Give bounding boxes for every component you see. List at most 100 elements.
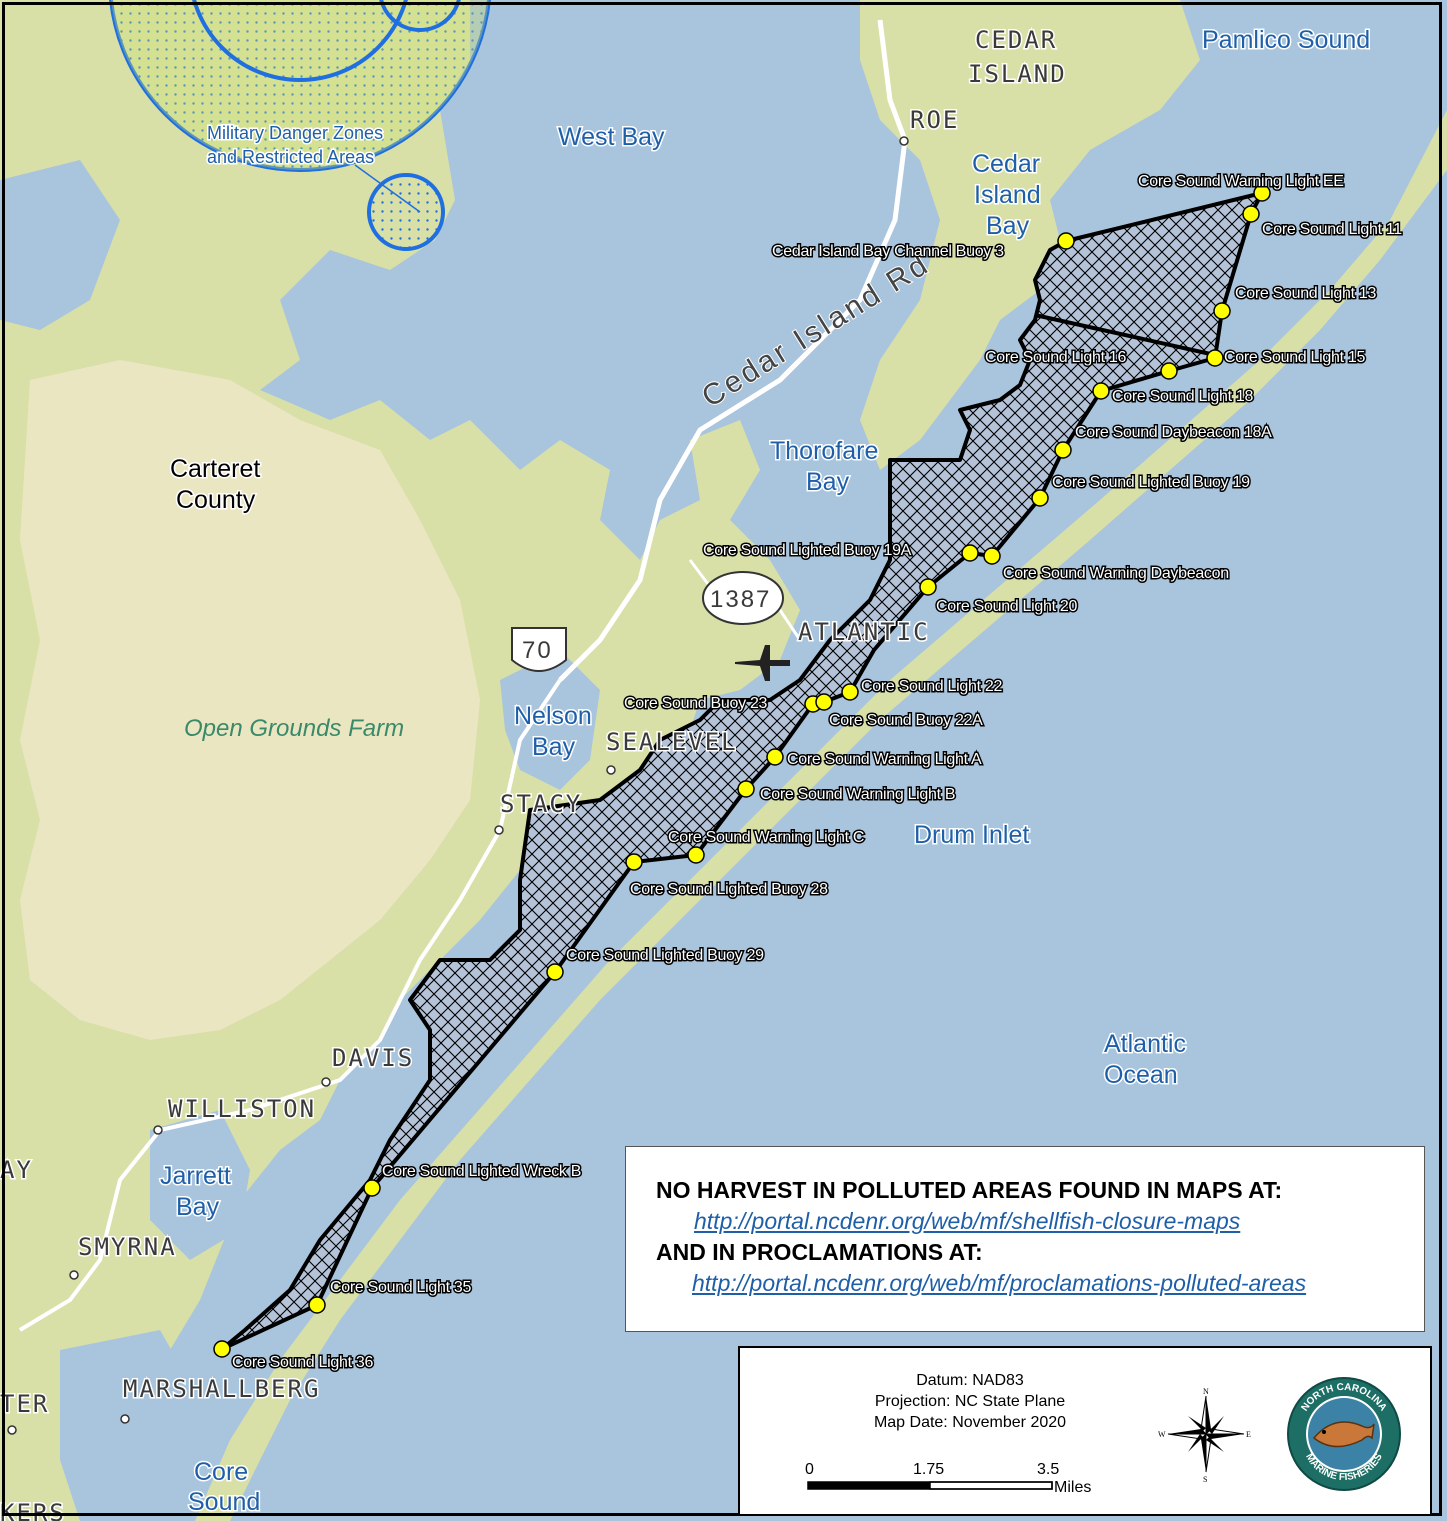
us-70-shield: 70 bbox=[511, 627, 567, 672]
nav-point-l22[interactable] bbox=[841, 683, 859, 701]
notice-link-2[interactable]: http://portal.ncdenr.org/web/mf/proclama… bbox=[692, 1270, 1307, 1296]
nav-point-wla[interactable] bbox=[766, 748, 784, 766]
airport-icon bbox=[735, 645, 790, 681]
town-marshallberg-label: MARSHALLBERG bbox=[123, 1375, 320, 1403]
scale-bar: 0 1.75 3.5 Miles bbox=[805, 1461, 1091, 1496]
town-roe-dot bbox=[899, 136, 909, 146]
nav-point-l35[interactable] bbox=[308, 1296, 326, 1314]
thorofare-bay-label-1: Thorofare bbox=[770, 437, 878, 465]
nav-point-lwb[interactable] bbox=[363, 1179, 381, 1197]
datum-text: Datum: NAD83 bbox=[916, 1372, 1024, 1389]
mdz-leader bbox=[354, 164, 421, 213]
nav-point-wlc[interactable] bbox=[687, 846, 705, 864]
nav-point-l36[interactable] bbox=[213, 1340, 231, 1358]
town-ter-dot bbox=[7, 1425, 17, 1435]
town-ter-partial-label: TER bbox=[0, 1390, 49, 1418]
town-davis-label: DAVIS bbox=[332, 1044, 414, 1072]
nav-point-label-l20: Core Sound Light 20 bbox=[936, 598, 1077, 615]
nav-point-l15[interactable] bbox=[1206, 349, 1224, 367]
town-cedar-label-1: CEDAR bbox=[975, 26, 1057, 54]
nc-marine-fisheries-logo: NORTH CAROLINA MARINE FISHERIES bbox=[1287, 1377, 1401, 1491]
notice-line-2: AND IN PROCLAMATIONS AT: bbox=[656, 1239, 983, 1265]
nav-point-label-l18: Core Sound Light 18 bbox=[1112, 388, 1253, 405]
town-marshallberg-dot bbox=[120, 1414, 130, 1424]
projection-text: Projection: NC State Plane bbox=[874, 1393, 1066, 1410]
town-williston-label: WILLISTON bbox=[168, 1095, 316, 1123]
compass-n: N bbox=[1203, 1387, 1209, 1396]
nav-point-label-b23: Core Sound Buoy 23 bbox=[624, 695, 768, 712]
carteret-county-label-1: Carteret bbox=[170, 455, 260, 483]
notice-box: NO HARVEST IN POLLUTED AREAS FOUND IN MA… bbox=[625, 1146, 1425, 1332]
nav-point-label-lb29: Core Sound Lighted Buoy 29 bbox=[566, 947, 764, 964]
nav-point-l20[interactable] bbox=[919, 578, 937, 596]
nav-point-label-l16: Core Sound Light 16 bbox=[985, 349, 1126, 366]
nav-point-l13[interactable] bbox=[1213, 302, 1231, 320]
nav-point-label-l35: Core Sound Light 35 bbox=[330, 1279, 471, 1296]
carteret-county-label-2: County bbox=[176, 486, 256, 514]
mdz-small bbox=[367, 173, 445, 251]
nav-point-label-l11: Core Sound Light 11 bbox=[1262, 221, 1402, 238]
map-date-text: Map Date: November 2020 bbox=[873, 1414, 1067, 1431]
compass-w: W bbox=[1158, 1430, 1166, 1439]
route-1387-shield: 1387 bbox=[702, 571, 784, 625]
map-metadata: Datum: NAD83 Projection: NC State Plane … bbox=[830, 1370, 1110, 1433]
thorofare-bay-label-2: Bay bbox=[806, 468, 850, 496]
closure-hatch bbox=[222, 193, 1262, 1349]
town-cedar-label-2: ISLAND bbox=[968, 60, 1067, 88]
nav-point-label-lb28: Core Sound Lighted Buoy 28 bbox=[630, 881, 828, 898]
core-sound-label-1: Core bbox=[194, 1458, 248, 1486]
open-grounds-farm-label: Open Grounds Farm bbox=[184, 715, 404, 742]
nav-point-wlb[interactable] bbox=[737, 780, 755, 798]
nav-point-label-lb19: Core Sound Lighted Buoy 19 bbox=[1052, 474, 1250, 491]
nav-point-ee[interactable] bbox=[1253, 184, 1271, 202]
town-davis-dot bbox=[321, 1077, 331, 1087]
compass-rose-icon: N S E W bbox=[1158, 1387, 1251, 1484]
nav-point-cib3[interactable] bbox=[1057, 232, 1075, 250]
nav-point-lb19[interactable] bbox=[1031, 489, 1049, 507]
nav-point-label-cib3: Cedar Island Bay Channel Buoy 3 bbox=[772, 243, 1004, 260]
notice-link-1[interactable]: http://portal.ncdenr.org/web/mf/shellfis… bbox=[694, 1208, 1241, 1234]
town-atlantic-label: ATLANTIC bbox=[798, 618, 930, 646]
nav-point-label-l22: Core Sound Light 22 bbox=[861, 678, 1002, 695]
core-sound-label-2: Sound bbox=[188, 1488, 260, 1516]
town-stacy-label: STACY bbox=[500, 790, 582, 818]
nav-point-lb19a[interactable] bbox=[961, 544, 979, 562]
nav-point-wdb[interactable] bbox=[983, 547, 1001, 565]
nav-point-b22a[interactable] bbox=[815, 693, 833, 711]
nav-point-l11[interactable] bbox=[1242, 205, 1260, 223]
atlantic-ocean-label-2: Ocean bbox=[1104, 1061, 1178, 1089]
cedar-island-bay-label-1: Cedar bbox=[972, 150, 1040, 178]
atlantic-ocean-label-1: Atlantic bbox=[1104, 1030, 1186, 1058]
scale-tick-0: 0 bbox=[805, 1461, 814, 1478]
nelson-bay-water bbox=[500, 650, 600, 790]
nav-point-label-lb19a: Core Sound Lighted Buoy 19A bbox=[703, 542, 912, 559]
nav-point-lb29[interactable] bbox=[546, 963, 564, 981]
road-cedar-island-rd bbox=[558, 19, 908, 682]
drum-inlet-label: Drum Inlet bbox=[914, 821, 1029, 849]
cedar-island bbox=[860, 0, 1200, 470]
scale-unit: Miles bbox=[1054, 1479, 1091, 1496]
us-70-label: 70 bbox=[522, 637, 553, 664]
nav-point-l18[interactable] bbox=[1092, 382, 1110, 400]
nav-points: Core Sound Warning Light EE Core Sound Li… bbox=[213, 172, 1404, 1373]
nelson-bay-label-2: Bay bbox=[532, 733, 576, 761]
nelson-bay-label-1: Nelson bbox=[514, 702, 592, 730]
town-roe-label: ROE bbox=[910, 106, 959, 134]
nav-point-lb28[interactable] bbox=[625, 853, 643, 871]
town-williston-dot bbox=[153, 1125, 163, 1135]
nav-point-label-ee: Core Sound Warning Light EE bbox=[1138, 173, 1344, 190]
nav-point-db18a[interactable] bbox=[1054, 441, 1072, 459]
mdz-label-2: and Restricted Areas bbox=[207, 147, 374, 167]
military-zone[interactable] bbox=[109, 0, 491, 251]
town-kers-partial-label: KERS bbox=[0, 1499, 66, 1521]
notice-line-1: NO HARVEST IN POLLUTED AREAS FOUND IN MA… bbox=[656, 1177, 1283, 1203]
nav-point-label-wdb: Core Sound Warning Daybeacon bbox=[1003, 565, 1229, 582]
nav-point-label-l36: Core Sound Light 36 bbox=[232, 1354, 373, 1371]
mdz-inner bbox=[192, 0, 408, 82]
nav-point-l16[interactable] bbox=[1160, 362, 1178, 380]
nav-point-label-wlc: Core Sound Warning Light C bbox=[668, 829, 864, 846]
inland-water bbox=[0, 160, 120, 330]
core-sound-water bbox=[60, 1330, 250, 1521]
mdz-large-outer-fill bbox=[111, 0, 489, 170]
